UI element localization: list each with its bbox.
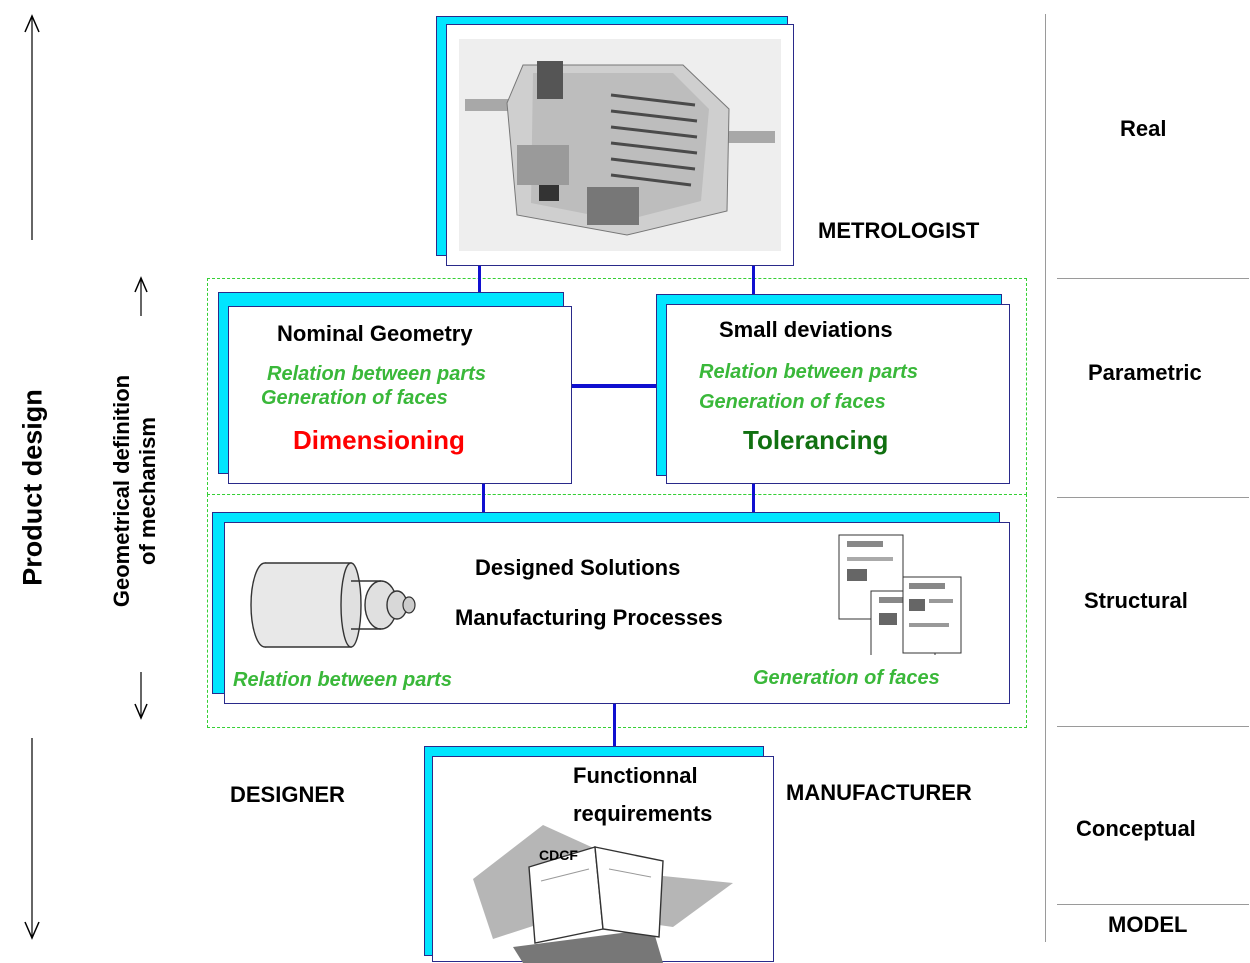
functional-title-line2: requirements [573,801,713,826]
small-relation-text: Relation between parts [699,361,918,383]
designer-label: DESIGNER [230,782,345,807]
geometrical-definition-label: Geometrical definition of mechanism [109,336,161,646]
structural-generation-text: Generation of faces [753,667,940,689]
nominal-title: Nominal Geometry [277,321,473,346]
level-conceptual: Conceptual [1076,816,1196,841]
level-real: Real [1120,116,1167,141]
process-sheets-icon [838,534,962,655]
level-parametric: Parametric [1088,360,1202,385]
geometrical-line2: of mechanism [135,417,160,565]
level-divider-4 [1057,904,1249,905]
geometrical-line1: Geometrical definition [109,374,134,608]
product-design-label: Product design [17,389,48,586]
connector-nominal-small [570,384,666,388]
connector-small-structural [752,484,755,524]
book-icon [473,825,733,963]
nominal-geometry-card: Nominal Geometry Relation between parts … [228,306,572,484]
functional-requirements-card: Functionnal requirements CDCF [432,756,774,963]
level-divider-1 [1057,278,1249,279]
nominal-generation-text: Generation of faces [261,387,448,409]
small-deviations-card: Small deviations Relation between parts … [666,304,1010,484]
connector-real-small [752,264,755,308]
level-column-divider [1045,14,1046,942]
geometrical-arrow [134,276,148,720]
tolerancing-label: Tolerancing [743,425,889,455]
dimensioning-label: Dimensioning [293,425,465,455]
manufacturing-processes-title: Manufacturing Processes [455,605,723,630]
structural-relation-text: Relation between parts [233,669,452,691]
connector-nominal-structural [482,484,485,524]
small-generation-text: Generation of faces [699,391,886,413]
designed-solutions-title: Designed Solutions [475,555,681,580]
level-structural: Structural [1084,588,1188,613]
small-title: Small deviations [719,317,893,342]
connector-structural-functional [613,704,616,760]
structural-frame [207,494,1027,728]
manufacturer-label: MANUFACTURER [786,780,972,805]
metrologist-label: METROLOGIST [818,218,980,243]
nominal-relation-text: Relation between parts [267,363,486,385]
book-label: CDCF [539,847,578,863]
functional-title-line1: Functionnal [573,763,698,788]
structural-card: Designed Solutions Manufacturing Process… [224,522,1010,704]
shaft-part-icon [250,562,416,648]
level-model: MODEL [1108,912,1188,937]
motor-card [446,24,794,266]
level-divider-3 [1057,726,1249,727]
product-design-arrow [24,14,40,940]
electric-motor-image [459,39,781,251]
connector-real-nominal [478,264,481,308]
level-divider-2 [1057,497,1249,498]
